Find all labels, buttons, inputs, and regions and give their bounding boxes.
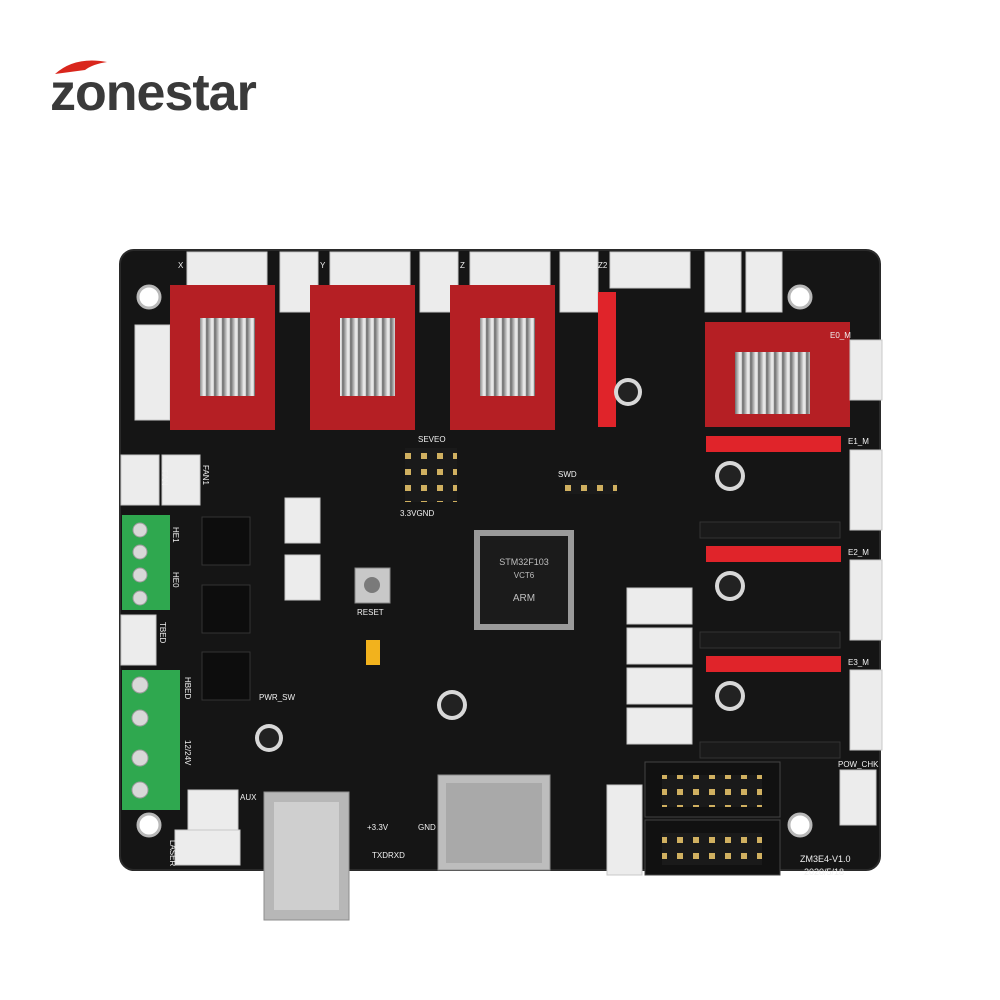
- top-connectors: [186, 251, 783, 313]
- pin-headers: [405, 448, 617, 502]
- mcu-chip: STM32F103 VCT6 ARM: [474, 530, 574, 630]
- label-tbed: TBED: [158, 622, 167, 644]
- zonestar-logo: zonestar: [50, 60, 258, 122]
- usb-port: [263, 791, 350, 921]
- label-laser: LASER: [168, 840, 177, 866]
- label-y: Y: [320, 261, 326, 270]
- driver-sockets: [598, 292, 841, 672]
- svg-text:VCT6: VCT6: [514, 571, 535, 580]
- label-model: ZM3E4-V1.0: [800, 854, 851, 864]
- logo-wordmark: zonestar: [50, 64, 257, 122]
- label-pwr-sw: PWR_SW: [259, 693, 295, 702]
- label-he1: HE1: [171, 527, 180, 543]
- svg-text:ARM: ARM: [513, 593, 535, 604]
- label-z: Z: [460, 261, 465, 270]
- label-reset: RESET: [357, 608, 384, 617]
- label-swd: SWD: [558, 470, 577, 479]
- label-fan1: FAN1: [201, 465, 210, 486]
- label-power: 12/24V: [183, 740, 192, 766]
- stepper-driver-y: [310, 285, 415, 430]
- label-e1m: E1_M: [848, 437, 869, 446]
- label-fan: FAN: [160, 470, 169, 486]
- label-gnd: GND: [418, 823, 436, 832]
- lcd-headers: [644, 761, 781, 876]
- logo-swoosh: [55, 60, 107, 74]
- label-x: X: [178, 261, 184, 270]
- label-e0m: E0_M: [830, 331, 851, 340]
- label-33vgnd: 3.3VGND: [400, 509, 434, 518]
- label-date: 2020/5/18: [804, 867, 844, 877]
- capacitors: [255, 378, 745, 752]
- right-connectors: [839, 339, 883, 826]
- label-33v: +3.3V: [367, 823, 389, 832]
- label-hbed: HBED: [183, 677, 192, 699]
- terminal-blocks: [122, 515, 180, 810]
- left-connectors: [120, 324, 241, 866]
- label-pow-chk: POW_CHK: [838, 760, 879, 769]
- mosfets: [201, 516, 251, 701]
- middle-connectors: [284, 497, 693, 876]
- svg-text:STM32F103: STM32F103: [499, 557, 549, 567]
- label-aux: AUX: [240, 793, 257, 802]
- label-z2: Z2: [598, 261, 608, 270]
- fuse: [366, 640, 380, 665]
- mounting-holes: [136, 284, 813, 838]
- label-txrx: TXDRXD: [372, 851, 405, 860]
- label-e3m: E3_M: [848, 658, 869, 667]
- stepper-driver-z: [450, 285, 555, 430]
- label-e2m: E2_M: [848, 548, 869, 557]
- stepper-driver-e0: [705, 322, 850, 427]
- label-he0: HE0: [171, 572, 180, 588]
- stepper-driver-x: [170, 285, 275, 430]
- label-seveo: SEVEO: [418, 435, 446, 444]
